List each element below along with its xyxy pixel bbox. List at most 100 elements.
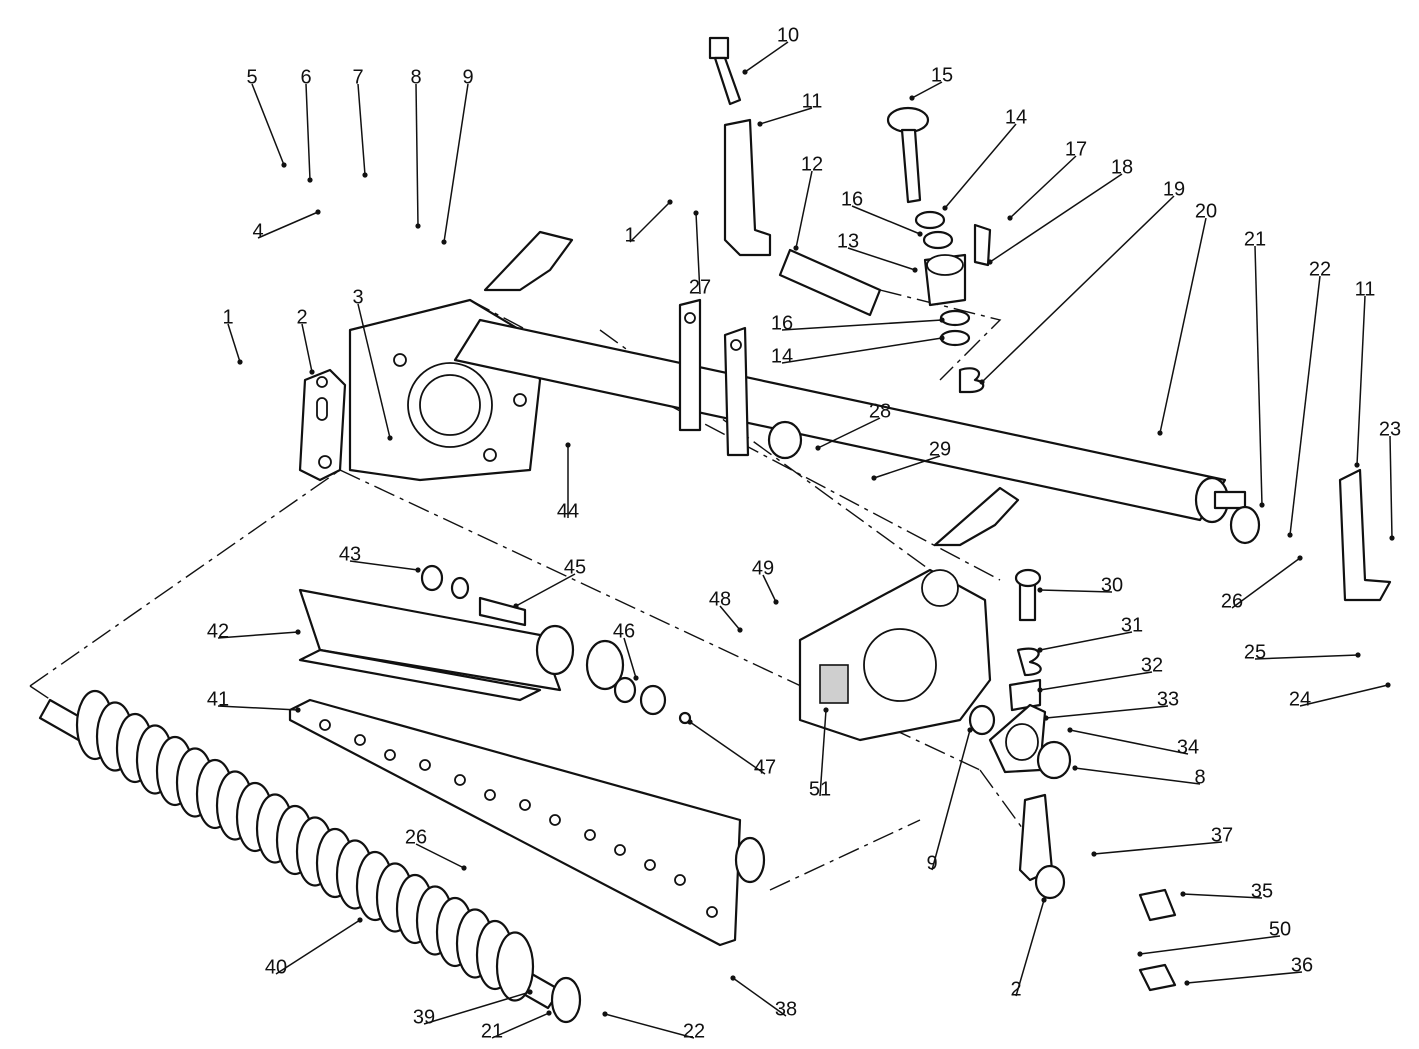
callout-label-c11a: 11 — [802, 90, 823, 112]
bedknife-holes — [319, 719, 718, 918]
callout-label-c24: 24 — [1289, 688, 1311, 710]
callout-label-c49: 49 — [752, 557, 774, 579]
callout-dot-c13 — [912, 267, 918, 273]
callout-leader-c3 — [357, 303, 391, 439]
callout-label-c28: 28 — [869, 400, 891, 422]
callout-leader-c19 — [981, 195, 1175, 383]
callout-dot-c11a — [757, 121, 763, 127]
callout-leader-c14a — [944, 123, 1017, 209]
callout-leader-c28 — [817, 417, 881, 449]
callout-dot-c17 — [1007, 215, 1013, 221]
callout-label-c16b: 16 — [771, 312, 793, 334]
callout-leader-c9b — [931, 729, 971, 871]
callout-dot-c8a — [415, 223, 421, 229]
callout-leader-c16a — [851, 205, 921, 235]
callout-label-c22b: 22 — [683, 1020, 705, 1042]
callout-dot-c46 — [633, 675, 639, 681]
callout-label-c37: 37 — [1211, 824, 1233, 846]
bedknife — [288, 698, 766, 947]
reel-blade-coil — [495, 931, 535, 1002]
callout-label-c19: 19 — [1163, 178, 1185, 200]
callout-leader-c34 — [1069, 729, 1189, 755]
callout-dot-c38 — [730, 975, 736, 981]
reel-coils — [75, 689, 535, 1002]
callout-leader-c7 — [357, 83, 366, 176]
right-adjuster-parts — [968, 468, 1392, 992]
callout-label-c2b: 2 — [1010, 978, 1021, 1000]
callout-label-c31: 31 — [1121, 614, 1143, 636]
callout-leader-c43 — [349, 560, 419, 571]
callout-leader-c5 — [251, 83, 285, 166]
callout-leader-c47 — [689, 721, 766, 775]
callout-dot-c20 — [1157, 430, 1163, 436]
callout-label-c1b: 1 — [624, 224, 635, 246]
callout-leader-c45 — [515, 573, 576, 607]
callout-leader-c18 — [989, 173, 1123, 263]
callout-dot-c37 — [1091, 851, 1097, 857]
callout-label-c25: 25 — [1244, 641, 1266, 663]
callout-label-c51: 51 — [809, 778, 831, 800]
callout-label-c48: 48 — [709, 588, 731, 610]
callout-dot-c51 — [823, 707, 829, 713]
callout-dot-c21a — [1259, 502, 1265, 508]
callout-dot-c44 — [565, 442, 571, 448]
callout-label-c7: 7 — [352, 66, 363, 88]
callout-label-c4: 4 — [252, 220, 263, 242]
callout-leader-c36 — [1186, 971, 1303, 984]
callout-leader-c39 — [423, 991, 531, 1025]
callout-label-c3: 3 — [352, 286, 363, 308]
center-yoke — [678, 298, 803, 460]
callout-dot-c1b — [667, 199, 673, 205]
callout-dot-c36 — [1184, 980, 1190, 986]
callout-label-c2a: 2 — [296, 306, 307, 328]
callout-label-c21a: 21 — [1244, 228, 1266, 250]
callout-dot-c50 — [1137, 951, 1143, 957]
callout-label-c40: 40 — [265, 956, 287, 978]
callout-dot-c16b — [939, 317, 945, 323]
callout-leader-c16b — [781, 319, 943, 331]
callout-dot-c47 — [687, 719, 693, 725]
callout-label-c41: 41 — [207, 688, 229, 710]
callout-label-c13: 13 — [837, 230, 859, 252]
callout-label-c16a: 16 — [841, 188, 863, 210]
callout-dot-c10 — [742, 69, 748, 75]
callout-label-c1a: 1 — [222, 306, 233, 328]
callout-dot-c35 — [1180, 891, 1186, 897]
callout-dot-c48 — [737, 627, 743, 633]
callout-dot-c45 — [513, 603, 519, 609]
callout-label-c12: 12 — [801, 153, 823, 175]
callout-dot-c43 — [415, 567, 421, 573]
callout-leader-c13 — [847, 247, 916, 271]
callout-leader-c29 — [873, 455, 941, 479]
callout-leader-c10 — [744, 41, 789, 73]
callout-dot-c19 — [979, 379, 985, 385]
callout-label-c30: 30 — [1101, 574, 1123, 596]
callout-dot-c32 — [1037, 687, 1043, 693]
callout-label-c35: 35 — [1251, 880, 1273, 902]
callout-dot-c21b — [546, 1010, 552, 1016]
callout-label-c20: 20 — [1195, 200, 1217, 222]
callout-leader-c27 — [695, 212, 701, 295]
callout-label-c14a: 14 — [1005, 106, 1027, 128]
callout-dot-c2a — [309, 369, 315, 375]
callout-leader-c35 — [1182, 893, 1263, 899]
callout-dot-c11b — [1354, 462, 1360, 468]
callout-dot-c8b — [1072, 765, 1078, 771]
callout-dot-c22a — [1287, 532, 1293, 538]
callout-dot-c26a — [1297, 555, 1303, 561]
callout-dot-c3 — [387, 435, 393, 441]
callout-dot-c30 — [1037, 587, 1043, 593]
tension-bolt — [778, 106, 992, 394]
right-side-plate — [798, 486, 1020, 742]
callout-label-c14b: 14 — [771, 345, 793, 367]
callout-dot-c9b — [967, 727, 973, 733]
callout-leader-c32 — [1039, 671, 1153, 691]
callout-leader-c41 — [217, 705, 299, 711]
callout-leader-c42 — [217, 631, 299, 639]
callout-leader-c26a — [1231, 557, 1301, 609]
callout-leader-c17 — [1009, 155, 1077, 219]
callout-label-c27: 27 — [689, 276, 711, 298]
callout-leader-c22b — [604, 1013, 695, 1039]
